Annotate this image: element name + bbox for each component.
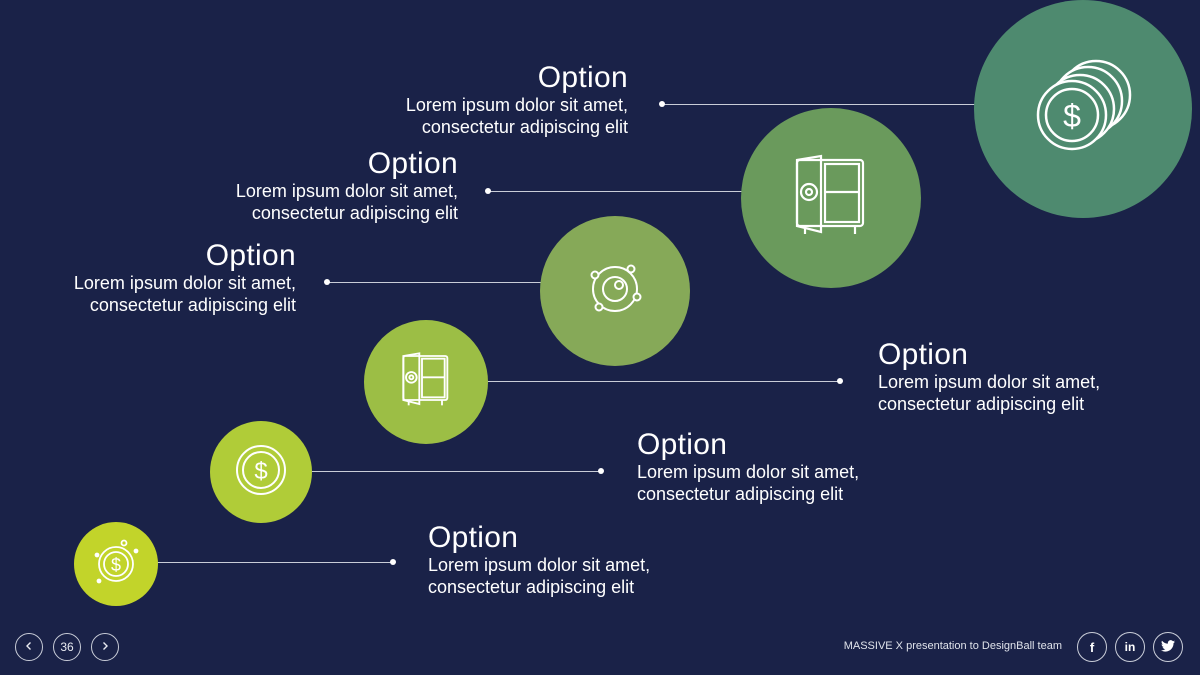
connector-dot-1 xyxy=(659,101,665,107)
option-text-2: Option Lorem ipsum dolor sit amet, conse… xyxy=(98,148,458,224)
option-desc-line1: Lorem ipsum dolor sit amet, xyxy=(73,273,296,293)
option-title: Option xyxy=(637,428,728,461)
twitter-icon xyxy=(1161,639,1175,655)
chevron-left-icon xyxy=(24,640,34,654)
option-title: Option xyxy=(205,239,296,272)
option-circle-2 xyxy=(741,108,921,288)
page-number: 36 xyxy=(53,633,81,661)
option-circle-3 xyxy=(540,216,690,366)
option-text-4: Option Lorem ipsum dolor sit amet, conse… xyxy=(878,339,1178,415)
connector-line-2 xyxy=(488,191,748,192)
page-number-label: 36 xyxy=(60,640,74,654)
safe-icon xyxy=(791,154,871,243)
facebook-button[interactable]: f xyxy=(1077,632,1107,662)
connector-dot-3 xyxy=(324,279,330,285)
facebook-icon: f xyxy=(1089,639,1095,655)
option-text-1: Option Lorem ipsum dolor sit amet, conse… xyxy=(268,62,628,138)
sparkle-coin-icon: $ xyxy=(89,535,143,594)
option-desc-line2: consectetur adipiscing elit xyxy=(421,117,628,137)
option-desc-line2: consectetur adipiscing elit xyxy=(878,394,1085,414)
svg-text:$: $ xyxy=(1063,98,1081,134)
footer-caption: MASSIVE X presentation to DesignBall tea… xyxy=(843,640,1062,652)
connector-line-5 xyxy=(305,471,601,472)
option-desc-line2: consectetur adipiscing elit xyxy=(89,295,296,315)
option-desc-line1: Lorem ipsum dolor sit amet, xyxy=(878,372,1101,392)
option-desc-line2: consectetur adipiscing elit xyxy=(428,577,635,597)
next-slide-button[interactable] xyxy=(91,633,119,661)
connector-dot-6 xyxy=(390,559,396,565)
option-desc-line1: Lorem ipsum dolor sit amet, xyxy=(637,462,860,482)
coins-icon: $ xyxy=(1028,57,1138,162)
option-title: Option xyxy=(878,338,969,371)
option-text-3: Option Lorem ipsum dolor sit amet, conse… xyxy=(0,240,296,316)
linkedin-icon: in xyxy=(1124,640,1136,654)
orbit-icon xyxy=(585,259,645,324)
linkedin-button[interactable]: in xyxy=(1115,632,1145,662)
option-title: Option xyxy=(537,61,628,94)
option-text-5: Option Lorem ipsum dolor sit amet, conse… xyxy=(637,429,997,505)
option-text-6: Option Lorem ipsum dolor sit amet, conse… xyxy=(428,522,788,598)
option-desc-line2: consectetur adipiscing elit xyxy=(637,484,844,504)
connector-dot-5 xyxy=(598,468,604,474)
connector-line-4 xyxy=(480,381,840,382)
option-desc-line1: Lorem ipsum dolor sit amet, xyxy=(405,95,628,115)
dollar-coin-icon: $ xyxy=(235,444,287,501)
connector-dot-4 xyxy=(837,378,843,384)
safe-icon-small xyxy=(399,351,453,413)
option-title: Option xyxy=(428,521,519,554)
option-circle-4 xyxy=(364,320,488,444)
svg-text:$: $ xyxy=(254,458,267,485)
connector-line-1 xyxy=(662,104,980,105)
prev-slide-button[interactable] xyxy=(15,633,43,661)
option-title: Option xyxy=(367,147,458,180)
option-desc-line1: Lorem ipsum dolor sit amet, xyxy=(428,555,651,575)
connector-line-6 xyxy=(155,562,393,563)
option-circle-6: $ xyxy=(74,522,158,606)
connector-dot-2 xyxy=(485,188,491,194)
option-circle-1: $ xyxy=(974,0,1192,218)
chevron-right-icon xyxy=(100,640,110,654)
option-desc-line2: consectetur adipiscing elit xyxy=(251,203,458,223)
option-desc-line1: Lorem ipsum dolor sit amet, xyxy=(235,181,458,201)
option-circle-5: $ xyxy=(210,421,312,523)
svg-text:$: $ xyxy=(111,555,121,575)
twitter-button[interactable] xyxy=(1153,632,1183,662)
connector-line-3 xyxy=(327,282,545,283)
